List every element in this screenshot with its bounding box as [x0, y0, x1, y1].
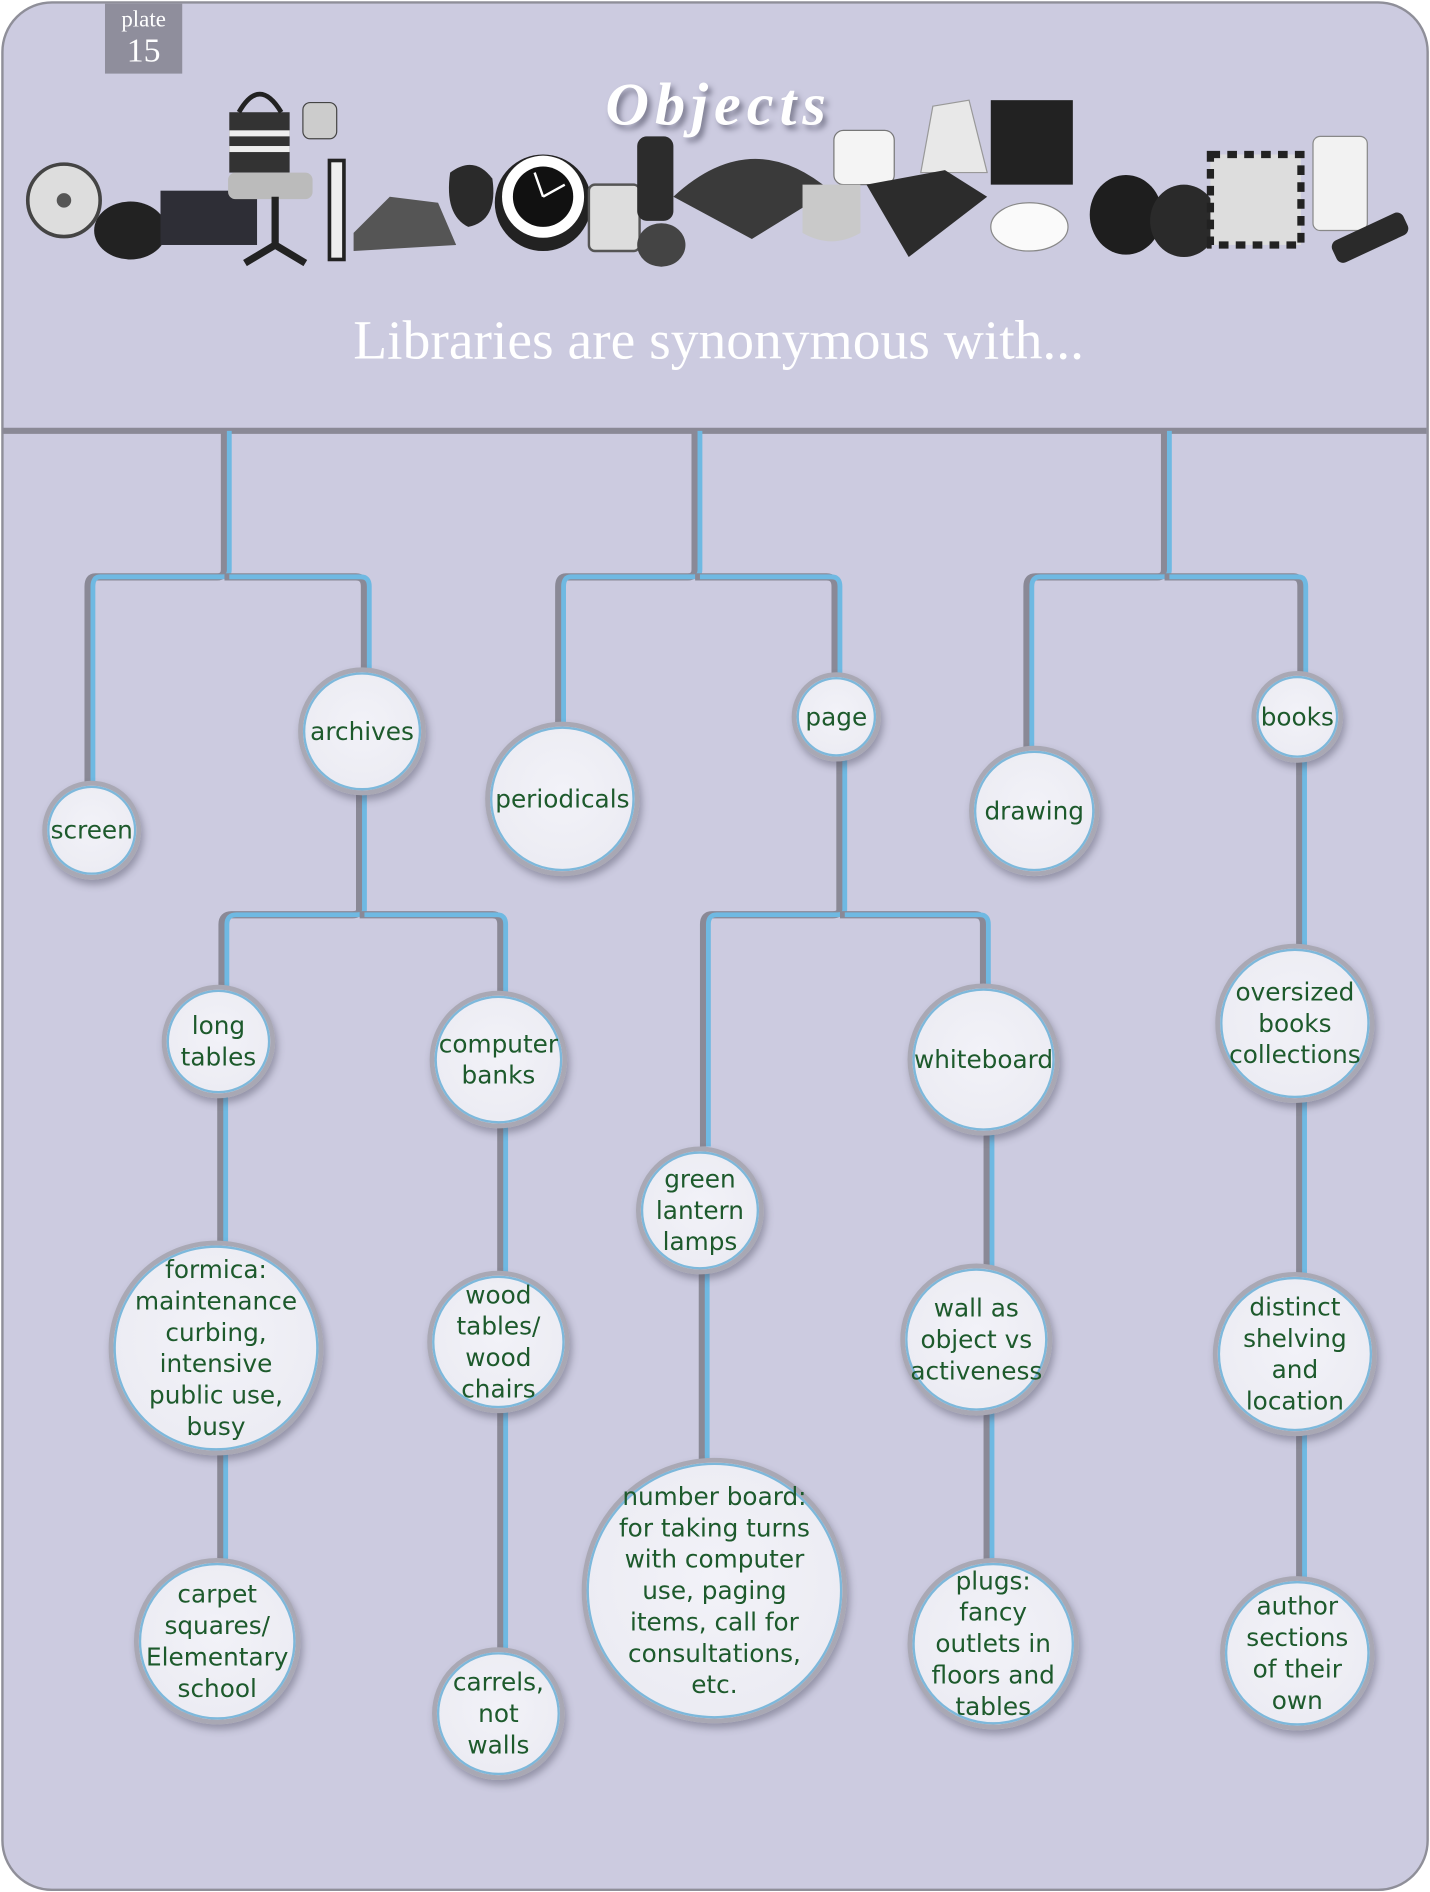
connector-line: [218, 791, 364, 990]
node-label: carpet squares/ Elementary school: [146, 1579, 289, 1703]
connector-line: [364, 912, 509, 995]
node-label: oversized books collections: [1229, 977, 1361, 1070]
mouse-icon: [94, 201, 167, 260]
node-label: periodicals: [495, 784, 630, 814]
office-chair-icon: [228, 101, 338, 267]
connector-line: [839, 911, 988, 988]
connector-line: [359, 911, 505, 995]
node-label: drawing: [984, 796, 1084, 826]
node-screen: screen: [42, 780, 142, 880]
plate-badge: plate 15: [104, 3, 183, 74]
objects-banner-illustration: [25, 91, 1409, 267]
node-oversized: oversized books collections: [1215, 943, 1375, 1104]
connector-line: [224, 791, 367, 990]
tin-can-icon: [587, 183, 641, 253]
box-icon: [160, 190, 258, 245]
connector-line: [229, 574, 372, 671]
node-wood-tables: wood tables/ wood chairs: [427, 1270, 570, 1414]
connector-line: [844, 912, 991, 988]
node-plugs: plugs: fancy outlets in floors and table…: [907, 1557, 1079, 1730]
page-subtitle: Libraries are synonymous with...: [353, 308, 1085, 371]
node-green-lantern: green lantern lamps: [635, 1146, 764, 1275]
page-title: Objects: [605, 69, 832, 138]
node-wall-object: wall as object vs activeness: [900, 1263, 1053, 1416]
connector-line: [1023, 430, 1169, 751]
toolbox-icon: [990, 100, 1073, 185]
node-label: wall as object vs activeness: [910, 1293, 1043, 1386]
connector-line: [1169, 574, 1309, 676]
connector-line: [695, 573, 839, 676]
node-label: author sections of their own: [1246, 1591, 1349, 1715]
node-label: number board: for taking turns with comp…: [618, 1481, 810, 1700]
node-long-tables: long tables: [161, 984, 276, 1099]
pine-cone-icon: [637, 223, 686, 267]
connector-line: [90, 430, 232, 785]
node-label: carrels, not walls: [452, 1667, 544, 1760]
node-label: green lantern lamps: [655, 1164, 744, 1257]
light-bulb-icon: [990, 202, 1069, 252]
jar-icon: [1312, 135, 1368, 232]
clock-icon: [494, 154, 592, 252]
node-whiteboard: whiteboard: [907, 983, 1060, 1136]
plate-number: 15: [126, 32, 161, 70]
node-label: screen: [50, 815, 133, 845]
node-label: page: [805, 702, 868, 732]
node-label: wood tables/ wood chairs: [456, 1280, 541, 1404]
connector-line: [705, 760, 848, 1147]
node-label: plugs: fancy outlets in floors and table…: [931, 1566, 1055, 1721]
node-label: whiteboard: [913, 1045, 1054, 1075]
boots-icon: [353, 196, 457, 252]
node-carrels: carrels, not walls: [432, 1647, 565, 1781]
node-computer-banks: computer banks: [429, 990, 568, 1129]
node-distinct-shelving: distinct shelving and location: [1212, 1271, 1377, 1437]
node-periodicals: periodicals: [485, 721, 640, 877]
connector-line: [561, 430, 703, 727]
node-books: books: [1251, 670, 1344, 763]
node-label: formica: maintenance curbing, intensive …: [134, 1255, 298, 1441]
node-drawing: drawing: [969, 745, 1100, 877]
connector-line: [699, 760, 844, 1147]
bottle-icon: [637, 136, 674, 221]
node-label: computer banks: [438, 1029, 559, 1090]
boxing-gloves-icon: [1089, 174, 1218, 258]
node-label: long tables: [180, 1011, 257, 1072]
sack-icon: [920, 99, 988, 174]
fan-icon: [25, 162, 102, 239]
hand-fan-icon: [673, 158, 831, 239]
connector-line: [1029, 430, 1172, 751]
node-carpet: carpet squares/ Elementary school: [133, 1557, 301, 1725]
node-author: author sections of their own: [1220, 1576, 1375, 1731]
node-label: books: [1260, 702, 1334, 732]
connector-line: [224, 573, 369, 671]
teapot-icon: [448, 164, 494, 227]
connector-line: [699, 574, 843, 676]
parcel-icon: [866, 170, 988, 258]
node-formica: formica: maintenance curbing, intensive …: [108, 1240, 324, 1456]
node-page: page: [791, 672, 881, 762]
node-label: distinct shelving and location: [1243, 1292, 1347, 1416]
pitcher-icon: [833, 129, 895, 186]
connector-line: [84, 430, 229, 785]
accordion-icon: [1206, 150, 1305, 249]
bag-icon: [229, 91, 290, 173]
mug-icon: [802, 184, 861, 242]
node-archives: archives: [298, 667, 427, 796]
connector-line: [1164, 573, 1305, 676]
node-number-board: number board: for taking turns with comp…: [581, 1457, 848, 1724]
hourglass-icon: [327, 158, 346, 262]
node-label: archives: [310, 716, 414, 746]
flashlight-icon: [1331, 212, 1409, 263]
plate-label: plate: [121, 7, 166, 33]
